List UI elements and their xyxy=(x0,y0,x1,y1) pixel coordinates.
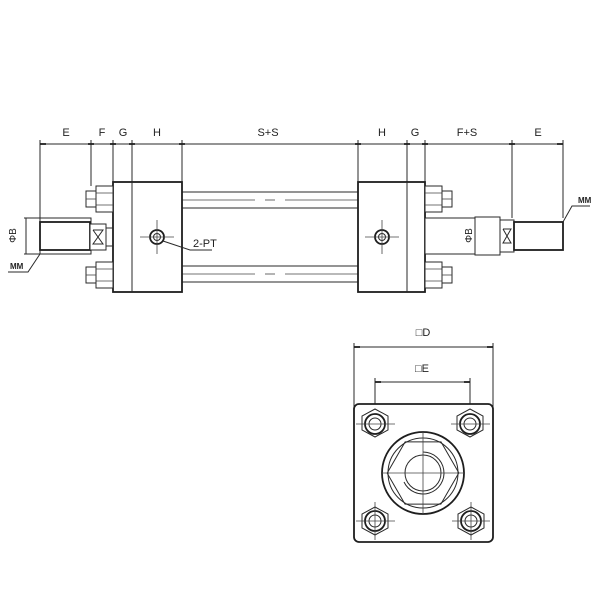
dim-label-g-left: G xyxy=(118,127,128,139)
left-nuts xyxy=(85,185,114,289)
dim-label-stroke: S+S xyxy=(257,127,279,139)
corner-nut-tr xyxy=(451,408,490,438)
port-label: 2-PT xyxy=(193,238,217,250)
corner-nut-bl xyxy=(356,502,395,540)
thread-label-left: MM xyxy=(10,262,24,271)
center-rod-end xyxy=(381,431,465,515)
dim-label-e-left: E xyxy=(62,127,70,139)
dim-label-square-e: □E xyxy=(415,363,429,375)
dim-label-h-left: H xyxy=(153,127,161,139)
diameter-label-right: ΦB xyxy=(463,228,475,243)
dim-label-h-right: H xyxy=(378,127,386,139)
dim-label-f: F xyxy=(98,127,106,139)
dim-label-square-d: □D xyxy=(415,327,431,339)
end-view xyxy=(353,343,494,543)
thread-label-right: MM xyxy=(578,196,592,205)
dim-label-g-right: G xyxy=(410,127,420,139)
diameter-label-left: ΦB xyxy=(7,228,19,243)
right-end-cover xyxy=(357,181,426,293)
left-end-cover xyxy=(112,181,212,293)
dimension-chain xyxy=(39,140,564,222)
dim-label-f-plus-s: F+S xyxy=(456,127,478,139)
dim-label-e-right: E xyxy=(534,127,542,139)
tie-rods xyxy=(182,191,358,283)
corner-nut-tl xyxy=(356,408,395,438)
right-nuts xyxy=(424,185,453,289)
left-piston-rod xyxy=(8,217,113,273)
corner-nut-br xyxy=(452,502,490,540)
right-piston-rod xyxy=(424,205,590,256)
